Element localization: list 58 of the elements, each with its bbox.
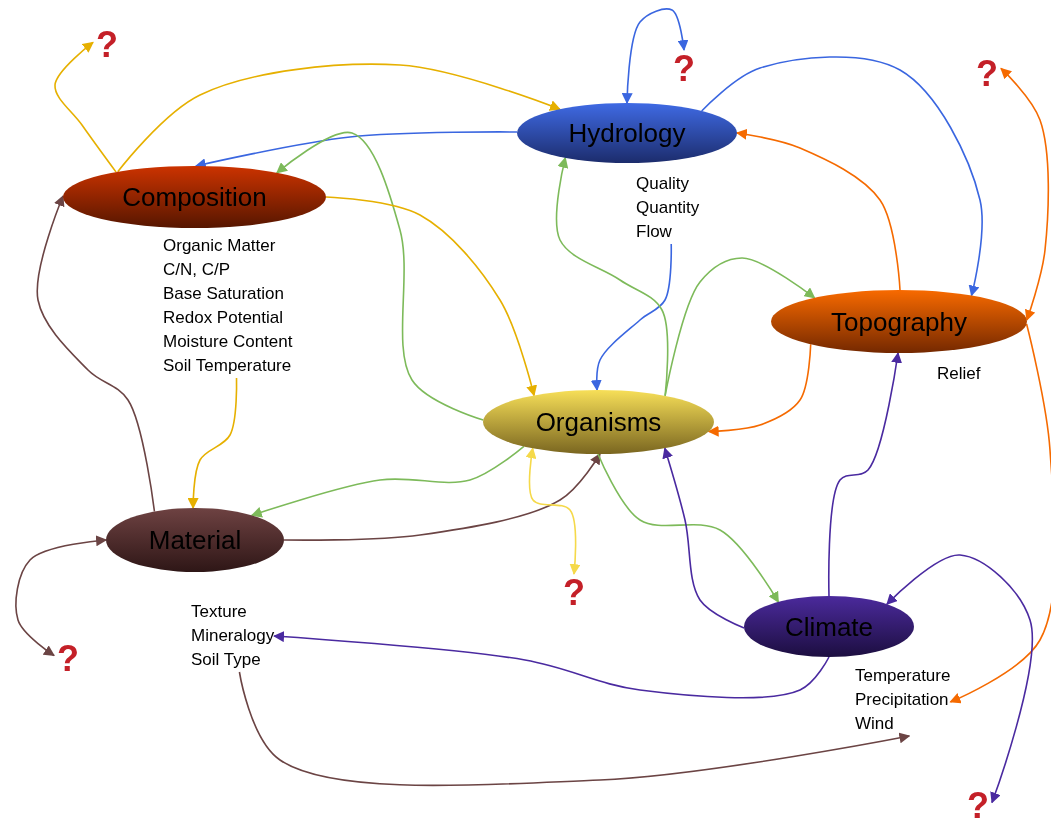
arrow <box>949 323 1051 704</box>
factor-ellipse <box>744 596 914 657</box>
factor-ellipse <box>106 508 284 572</box>
question-mark: ? <box>563 574 585 612</box>
arrow <box>15 535 108 657</box>
arrow <box>700 56 983 297</box>
factor-label: Organisms <box>534 406 663 438</box>
arrow <box>276 131 485 421</box>
arrow <box>828 351 903 597</box>
arrow <box>621 8 689 105</box>
factor-label: Climate <box>783 611 875 642</box>
arrow <box>283 453 601 541</box>
question-mark: ? <box>96 26 118 64</box>
factor-ellipse <box>517 103 737 163</box>
question-mark: ? <box>967 787 989 822</box>
arrow <box>590 243 673 392</box>
arrow <box>250 445 525 518</box>
arrow <box>735 128 901 291</box>
attribute-text: Precipitation <box>855 689 949 711</box>
arrow <box>238 671 911 787</box>
attribute-text: Redox Potential <box>163 307 284 329</box>
arrow <box>597 453 780 603</box>
arrow <box>707 343 812 437</box>
arrow <box>325 196 537 397</box>
arrow <box>555 156 669 397</box>
factor-ellipse <box>483 390 714 454</box>
attribute-text: Temperature <box>855 665 951 687</box>
factor-label: Material <box>147 524 243 556</box>
attribute-text: Soil Temperature <box>163 355 292 377</box>
factor-ellipse <box>63 166 326 228</box>
question-mark: ? <box>57 640 79 678</box>
arrow <box>1000 67 1050 322</box>
attribute-text: Quantity <box>636 197 700 219</box>
attribute-text: Soil Type <box>191 649 261 671</box>
attribute-text: Quality <box>636 173 689 195</box>
arrow <box>662 447 745 629</box>
factor-label: Topography <box>830 306 968 337</box>
attribute-text: Flow <box>636 221 672 243</box>
arrow <box>664 257 816 397</box>
arrow <box>36 195 156 513</box>
question-mark: ? <box>673 50 695 88</box>
attribute-text: Mineralogy <box>191 625 275 647</box>
attribute-text: Moisture Content <box>163 331 293 353</box>
factor-label: Composition <box>121 181 268 213</box>
attribute-text: Base Saturation <box>163 283 284 305</box>
question-mark: ? <box>976 55 998 93</box>
attribute-text: C/N, C/P <box>163 259 231 281</box>
attribute-text: Texture <box>191 601 247 623</box>
attribute-text: Organic Matter <box>163 235 276 257</box>
arrow <box>54 41 117 173</box>
attribute-text: Relief <box>937 363 981 385</box>
factor-label: Hydrology <box>567 117 687 149</box>
arrow <box>273 631 830 699</box>
arrow <box>886 554 1033 804</box>
attribute-text: Wind <box>855 713 894 735</box>
arrow <box>525 447 581 576</box>
arrow <box>187 377 238 510</box>
arrow <box>116 63 561 173</box>
